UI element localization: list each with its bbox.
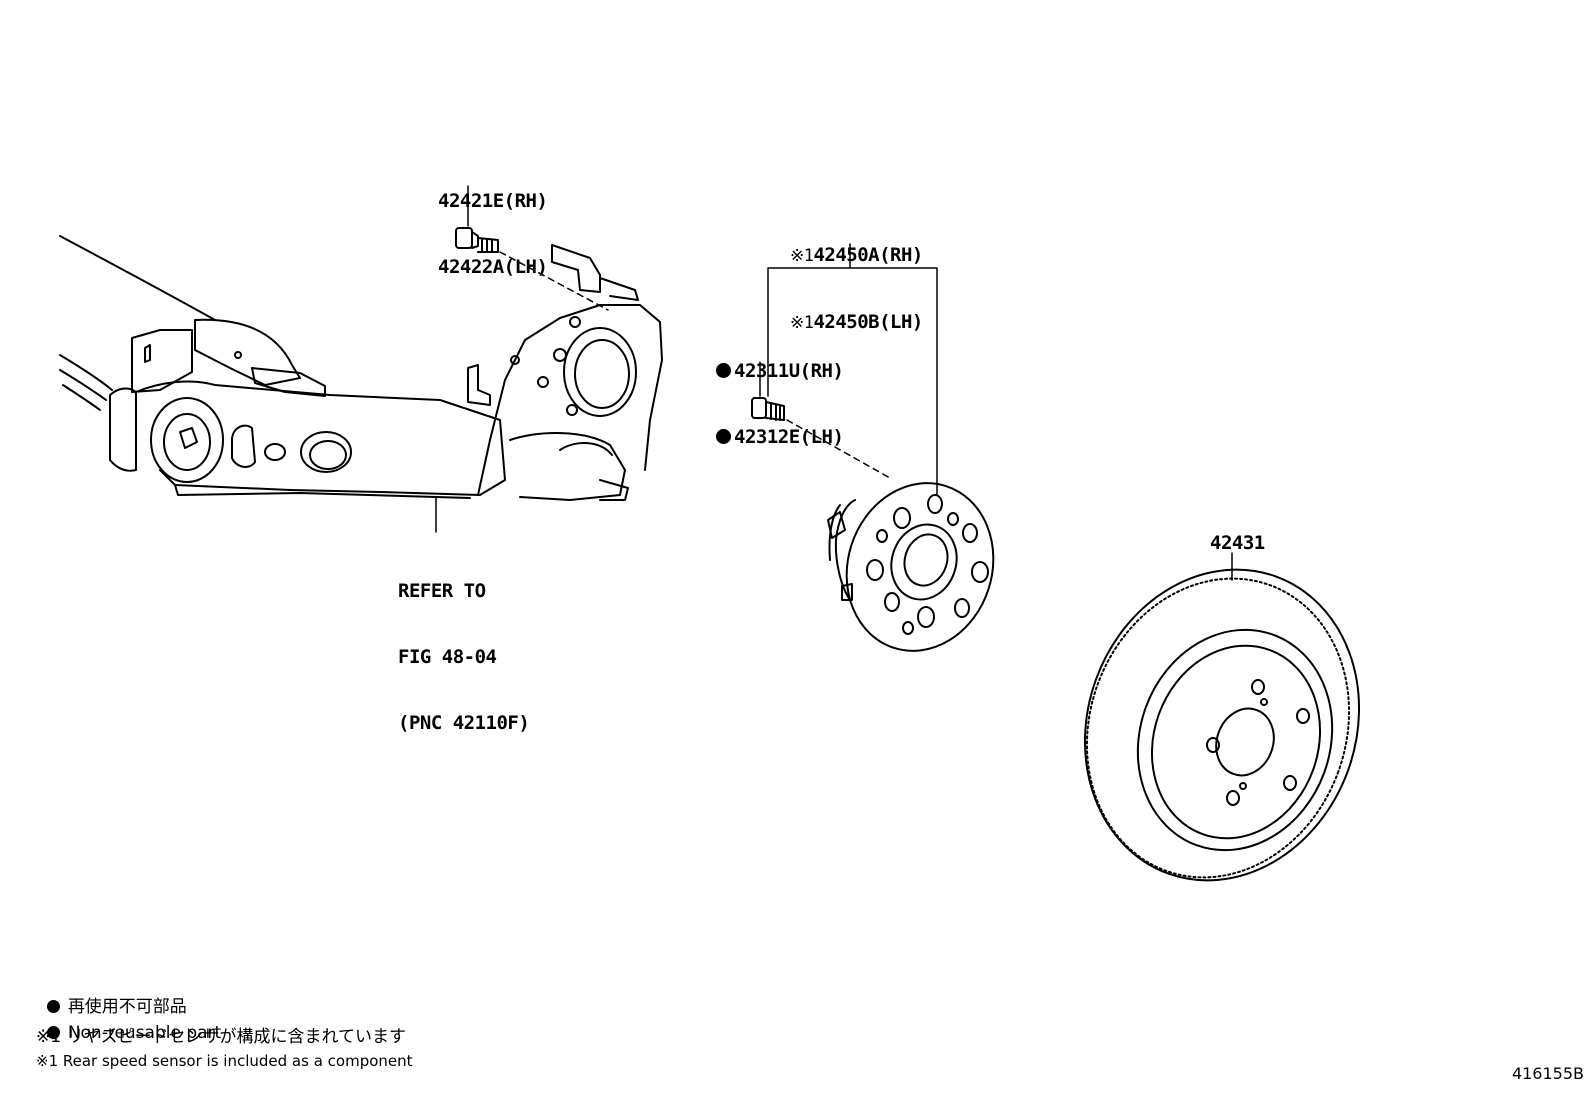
callout-hub-rh: 42450A(RH): [813, 244, 923, 266]
callout-bolt-lh: 42422A(LH): [438, 256, 548, 278]
callout-bolt-rh: 42421E(RH): [438, 190, 548, 212]
note-mark: ※1: [790, 246, 814, 266]
hub-bolt-illustration: [751, 397, 785, 421]
hub-bracket-leader: [767, 243, 938, 496]
callout-bolt-top: 42421E(RH) 42422A(LH): [438, 146, 548, 300]
refer-line-2: FIG 48-04: [398, 646, 497, 668]
callout-refer: REFER TO FIG 48-04 (PNC 42110F): [398, 536, 530, 756]
legend-note-en: ※1 Rear speed sensor is included as a co…: [36, 1052, 413, 1070]
legend-nonreusable-en-text: Non-reusable part: [67, 1023, 222, 1043]
bolt-dash-line: [499, 251, 609, 311]
legend-nonreusable-en: Non-reusable part: [36, 1000, 221, 1044]
callout-hub-lh: 42450B(LH): [813, 311, 923, 333]
callout-hub-bolt: 42311U(RH) 42312E(LH): [716, 316, 844, 470]
figure-number: 416155B: [1511, 1064, 1584, 1083]
hub-bearing-illustration: [827, 482, 995, 652]
brake-disc-illustration: [1083, 568, 1361, 882]
flange-bolt-illustration: [455, 227, 499, 253]
callout-hub-bolt-lh: 42312E(LH): [734, 426, 844, 448]
non-reusable-icon: [46, 1026, 60, 1039]
legend-nonreusable-jp-text: 再使用不可部品: [67, 997, 187, 1017]
legend-note-jp: ※1 リヤスピードセンサが構成に含まれています: [36, 1027, 406, 1047]
callout-hub-bolt-rh: 42311U(RH): [734, 360, 844, 382]
non-reusable-icon: [46, 1000, 60, 1013]
non-reusable-icon: [716, 363, 731, 378]
note-mark: ※1: [790, 313, 814, 333]
refer-line-1: REFER TO: [398, 580, 486, 602]
non-reusable-icon: [716, 429, 731, 444]
callout-rotor: 42431: [1210, 532, 1265, 554]
hub-bolt-dash-line: [786, 419, 891, 479]
callout-hub-assembly: ※142450A(RH) ※142450B(LH): [790, 200, 923, 356]
refer-line-3: (PNC 42110F): [398, 712, 530, 734]
legend-nonreusable-jp: 再使用不可部品: [36, 974, 187, 1018]
axle-beam-illustration: [59, 235, 663, 501]
